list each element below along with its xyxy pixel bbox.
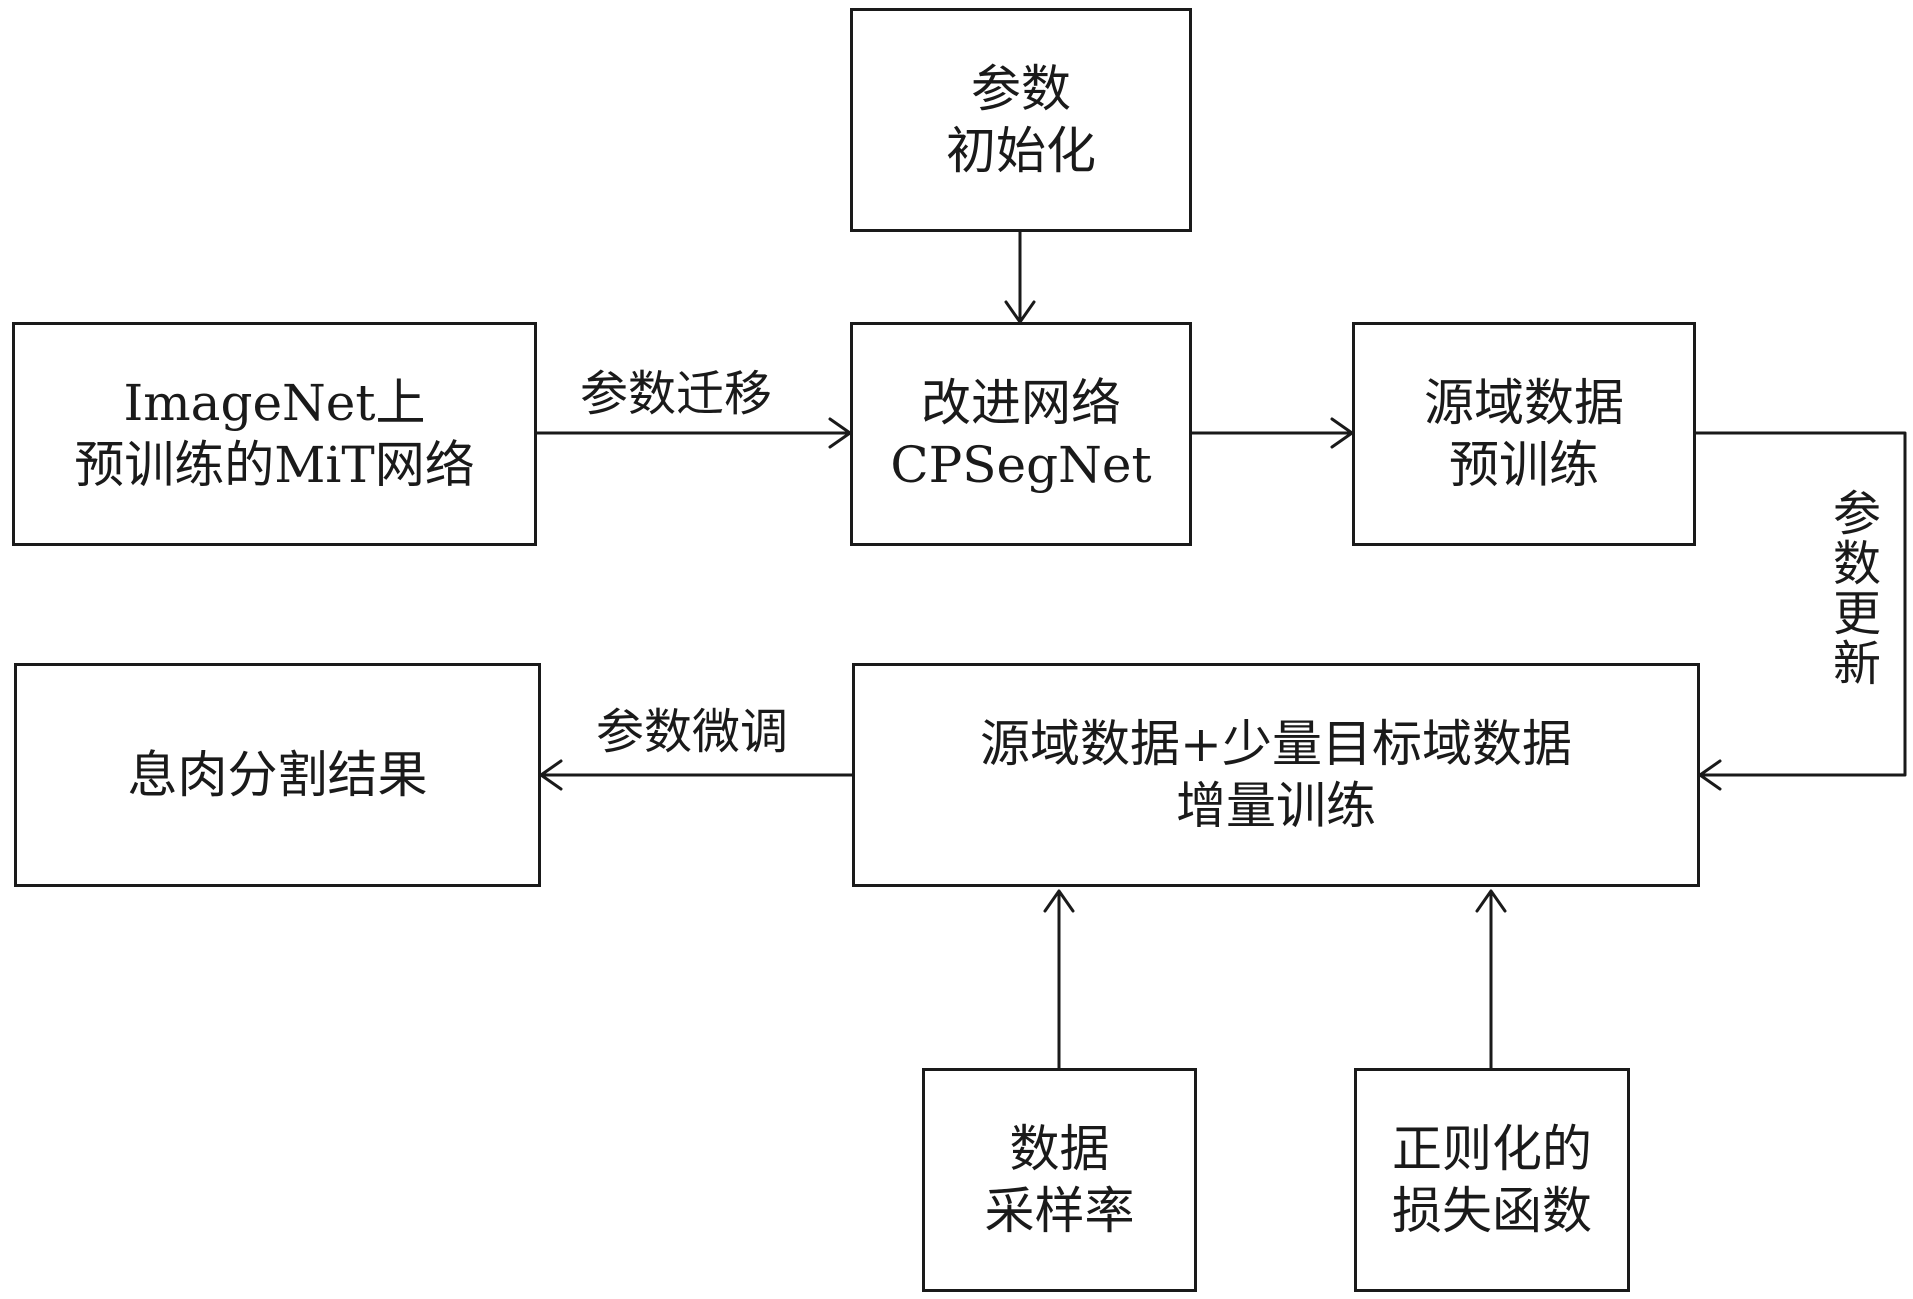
edge-label-finetune: 参数微调 — [596, 704, 789, 760]
node-imagenet-mit: ImageNet上 预训练的MiT网络 — [12, 322, 537, 546]
node-source-pretrain-line-2: 预训练 — [1449, 436, 1599, 494]
node-param-init: 参数 初始化 — [850, 8, 1192, 232]
edge-label-transfer: 参数迁移 — [580, 366, 773, 422]
edge-label-update: 参数更新 — [1824, 488, 1880, 688]
node-imagenet-mit-line-1: ImageNet上 — [123, 374, 426, 432]
node-param-init-line-2: 初始化 — [946, 122, 1096, 180]
arrow-sampling — [1043, 889, 1075, 1070]
node-regularized-loss-line-1: 正则化的 — [1392, 1120, 1592, 1178]
node-cpsegnet-line-1: 改进网络 — [921, 374, 1121, 432]
node-incremental-training-line-2: 增量训练 — [1176, 777, 1376, 835]
node-polyp-result-line-1: 息肉分割结果 — [127, 746, 428, 804]
arrow-finetune — [539, 759, 854, 791]
node-regularized-loss: 正则化的 损失函数 — [1354, 1068, 1630, 1292]
node-regularized-loss-line-2: 损失函数 — [1392, 1182, 1592, 1240]
node-source-pretrain-line-1: 源域数据 — [1424, 374, 1624, 432]
node-sampling-rate: 数据 采样率 — [922, 1068, 1197, 1292]
node-cpsegnet-line-2: CPSegNet — [890, 436, 1152, 494]
node-polyp-result: 息肉分割结果 — [14, 663, 541, 887]
node-source-pretrain: 源域数据 预训练 — [1352, 322, 1696, 546]
node-param-init-line-1: 参数 — [971, 60, 1071, 118]
node-imagenet-mit-line-2: 预训练的MiT网络 — [74, 436, 475, 494]
node-incremental-training: 源域数据+少量目标域数据 增量训练 — [852, 663, 1700, 887]
arrow-to-pretrain — [1190, 417, 1354, 449]
arrow-transfer — [535, 417, 852, 449]
arrow-init-to-cpsegnet — [1004, 230, 1036, 324]
node-sampling-rate-line-2: 采样率 — [984, 1182, 1135, 1240]
arrow-update — [1694, 431, 1907, 791]
node-cpsegnet: 改进网络 CPSegNet — [850, 322, 1192, 546]
node-incremental-training-line-1: 源域数据+少量目标域数据 — [980, 715, 1572, 773]
arrow-loss — [1475, 889, 1507, 1070]
node-sampling-rate-line-1: 数据 — [1009, 1120, 1110, 1178]
